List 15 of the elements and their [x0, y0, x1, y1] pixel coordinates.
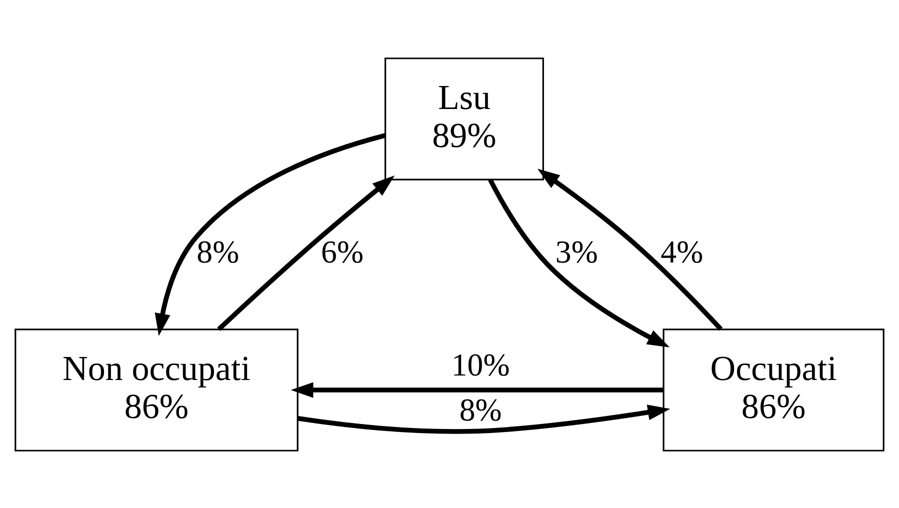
arrow — [217, 175, 395, 330]
edge-label: 6% — [321, 234, 364, 269]
node-box: Lsu 89% — [384, 57, 544, 180]
arrow — [537, 168, 723, 330]
edge-label: 3% — [555, 234, 598, 269]
arrow — [298, 404, 670, 434]
arrow — [154, 132, 386, 336]
edge-label: 10% — [451, 347, 510, 382]
node-box: Non occupati 86% — [14, 328, 298, 451]
edge-label: 8% — [459, 392, 502, 427]
arrow — [488, 178, 670, 347]
edge-label: 4% — [660, 234, 704, 269]
node-box: Occupati 86% — [662, 328, 884, 451]
edge-label: 8% — [196, 234, 240, 269]
arrow — [290, 382, 664, 398]
